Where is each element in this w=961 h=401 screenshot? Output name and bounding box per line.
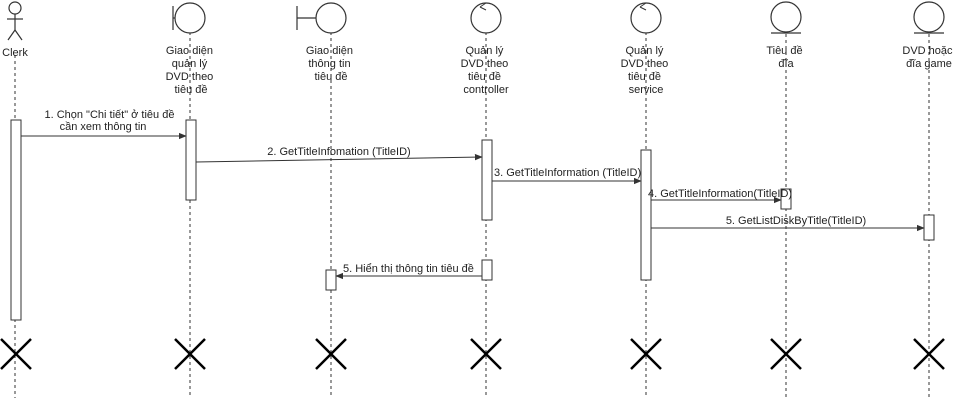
svg-text:1. Chọn "Chi tiết" ở tiêu đề: 1. Chọn "Chi tiết" ở tiêu đề cần xem thô…: [44, 109, 177, 133]
participant-labels: Clerk Giao diện quản lý DVD theo tiêu đề…: [2, 45, 955, 96]
activation-bar: [640, 149, 652, 281]
activation-bar: [481, 139, 493, 221]
participant-label: Clerk: [2, 47, 28, 59]
control-icon: [470, 2, 502, 34]
svg-text:2. GetTitleInfomation (TitleID: 2. GetTitleInfomation (TitleID): [267, 146, 410, 158]
message-5: 5. GetListDiskByTitle(TitleID): [651, 215, 925, 232]
activation-bars: [10, 119, 935, 321]
message-1: 1. Chọn "Chi tiết" ở tiêu đề cần xem thô…: [21, 109, 187, 140]
svg-text:3. GetTitleInformation (TitleI: 3. GetTitleInformation (TitleID): [494, 167, 641, 179]
destroy-x-icon: [913, 338, 945, 370]
entity-icon: [913, 1, 945, 34]
participant-label: Quản lý DVD theo tiêu đề controller: [461, 45, 512, 96]
actor-clerk-icon: [7, 1, 23, 41]
destroy-markers: [0, 338, 945, 370]
message-6: 5. Hiển thị thông tin tiêu đề: [335, 263, 482, 280]
boundary-icon: [172, 2, 206, 34]
activation-bar: [923, 214, 935, 241]
participant-label: Giao diện quản lý DVD theo tiêu đề: [166, 45, 217, 96]
message-3: 3. GetTitleInformation (TitleID): [492, 167, 642, 185]
destroy-x-icon: [0, 338, 32, 370]
control-icon: [630, 2, 662, 34]
svg-text:5. Hiển thị thông tin tiêu đề: 5. Hiển thị thông tin tiêu đề: [343, 263, 474, 275]
svg-text:5. GetListDiskByTitle(TitleID): 5. GetListDiskByTitle(TitleID): [726, 215, 866, 227]
destroy-x-icon: [174, 338, 206, 370]
activation-bar: [10, 119, 22, 321]
activation-bar: [185, 119, 197, 201]
participant-label: Giao diện thông tin tiêu đề: [306, 45, 356, 83]
destroy-x-icon: [315, 338, 347, 370]
destroy-x-icon: [470, 338, 502, 370]
activation-bar: [325, 269, 337, 291]
message-2: 2. GetTitleInfomation (TitleID): [195, 146, 483, 163]
entity-icon: [770, 1, 802, 34]
message-4: 4. GetTitleInformation(TitleID): [648, 188, 792, 204]
svg-text:4. GetTitleInformation(TitleID: 4. GetTitleInformation(TitleID): [648, 188, 792, 200]
participant-label: DVD hoặc đĩa game: [902, 45, 955, 70]
activation-bar: [481, 259, 493, 281]
destroy-x-icon: [770, 338, 802, 370]
participant-label: Tiêu đề đĩa: [766, 45, 805, 70]
participant-label: Quản lý DVD theo tiêu đề service: [621, 45, 672, 96]
destroy-x-icon: [630, 338, 662, 370]
boundary-icon: [296, 2, 347, 34]
